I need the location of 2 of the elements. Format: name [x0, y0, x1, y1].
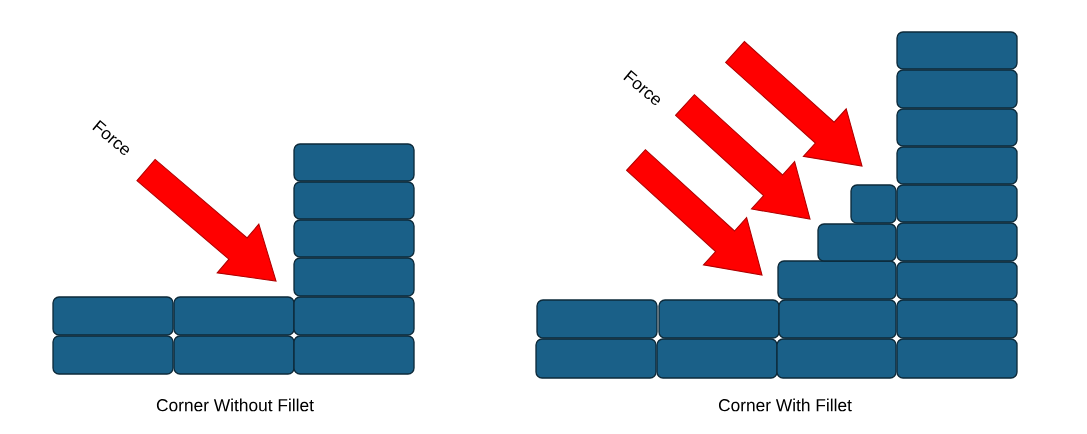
caption: Corner Without Fillet: [156, 398, 314, 412]
caption: Corner With Fillet: [718, 398, 852, 412]
